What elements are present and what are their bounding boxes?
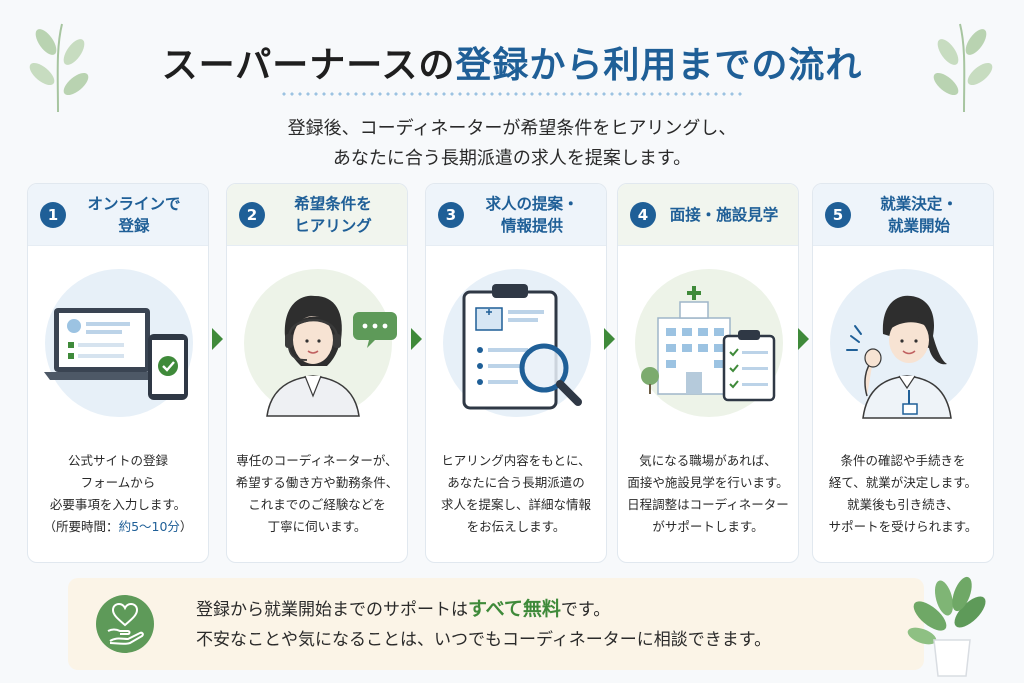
desc-line: 就業後も引き続き、 — [847, 497, 959, 512]
arrow-right-icon — [604, 328, 615, 350]
step-title-line: 登録 — [118, 216, 150, 235]
step-title: 就業決定・ 就業開始 — [851, 193, 993, 237]
desc-line: ヒアリング内容をもとに、 — [441, 453, 591, 468]
arrow-right-icon — [411, 328, 422, 350]
subtitle-line1: 登録後、コーディネーターが希望条件をヒアリングし、 — [287, 118, 737, 139]
desc-line: をお伝えします。 — [466, 519, 566, 534]
step-card-4: 4 面接・施設見学 — [617, 183, 799, 563]
title-divider — [280, 92, 744, 96]
banner-line1-prefix: 登録から就業開始までのサポートは — [196, 600, 468, 620]
desc-line: 面接や施設見学を行います。 — [627, 475, 789, 490]
time-value: 約5〜10分 — [118, 519, 180, 534]
page-title: スーパーナースの登録から利用までの流れ — [0, 36, 1024, 88]
step-card-5: 5 就業決定・ 就業開始 条件の確認や手続きを 経て、就業が決定します。 — [812, 183, 994, 563]
hospital-checklist-icon — [641, 286, 776, 402]
desc-line: 公式サイトの登録 — [67, 453, 168, 468]
title-part1: スーパーナースの — [161, 45, 456, 86]
laptop-smartphone-icon — [44, 308, 188, 400]
desc-line: 希望する働き方や勤務条件、 — [235, 475, 399, 490]
nurse-icon — [846, 295, 952, 419]
step-number: 1 — [40, 201, 66, 228]
desc-line: 専任のコーディネーターが、 — [236, 453, 398, 468]
banner-line1-suffix: です。 — [560, 600, 611, 620]
step-title-line: オンラインで — [87, 194, 181, 213]
heart-hand-icon — [96, 595, 154, 653]
desc-time-line: （所要時間：約5〜10分） — [28, 516, 208, 538]
clipboard-magnifier-icon — [462, 284, 582, 410]
desc-line: 日程調整はコーディネーター — [627, 497, 789, 512]
step-number: 4 — [630, 201, 656, 228]
step-header: 3 求人の提案・ 情報提供 — [426, 184, 606, 246]
step-description: 専任のコーディネーターが、 希望する働き方や勤務条件、 これまでのご経験などを … — [227, 450, 407, 538]
time-suffix: ） — [179, 519, 193, 534]
desc-line: あなたに合う長期派遣の — [447, 475, 585, 490]
desc-line: これまでのご経験などを — [248, 497, 386, 512]
step-title-line: 就業決定・ — [880, 194, 958, 213]
step-title: 求人の提案・ 情報提供 — [464, 193, 606, 237]
desc-line: 条件の確認や手続きを — [840, 453, 966, 468]
desc-line: サポートを受けられます。 — [828, 519, 978, 534]
step-description: 公式サイトの登録 フォームから 必要事項を入力します。 （所要時間：約5〜10分… — [28, 450, 208, 538]
leaf-right-icon — [933, 23, 993, 113]
step-title-line: 就業開始 — [887, 216, 950, 235]
desc-line: 必要事項を入力します。 — [49, 497, 187, 512]
step-number: 5 — [825, 201, 851, 228]
step-description: ヒアリング内容をもとに、 あなたに合う長期派遣の 求人を提案し、詳細な情報 をお… — [426, 450, 606, 538]
banner-line1: 登録から就業開始までのサポートはすべて無料です。 — [196, 594, 771, 625]
arrow-right-icon — [798, 328, 809, 350]
step-title: 面接・施設見学 — [656, 204, 798, 226]
desc-line: 経て、就業が決定します。 — [828, 475, 978, 490]
banner-text: 登録から就業開始までのサポートはすべて無料です。 不安なことや気になることは、い… — [196, 594, 771, 655]
desc-line: 気になる職場があれば、 — [639, 453, 777, 468]
desc-line: 丁寧に伺います。 — [267, 519, 367, 534]
support-banner — [68, 578, 924, 670]
step-description: 条件の確認や手続きを 経て、就業が決定します。 就業後も引き続き、 サポートを受… — [813, 450, 993, 538]
step-title: 希望条件を ヒアリング — [265, 193, 407, 237]
subtitle: 登録後、コーディネーターが希望条件をヒアリングし、 あなたに合う長期派遣の求人を… — [0, 114, 1024, 174]
title-part2: 登録から利用までの流れ — [455, 45, 863, 86]
step-card-2: 2 希望条件を ヒアリング 専任のコーディネーターが、 — [226, 183, 408, 563]
step-title-line: 情報提供 — [500, 216, 563, 235]
step-card-3: 3 求人の提案・ 情報提供 ヒアリング内容をもとに、 あなたに合う長期 — [425, 183, 607, 563]
coordinator-headset-icon — [266, 295, 397, 417]
step-card-1: 1 オンラインで 登録 公式サイトの登録 フォームから 必 — [27, 183, 209, 563]
step-number: 3 — [438, 201, 464, 228]
step-title-line: ヒアリング — [294, 216, 372, 235]
desc-line: フォームから — [80, 475, 156, 490]
step-header: 1 オンラインで 登録 — [28, 184, 208, 246]
step-title-line: 希望条件を — [294, 194, 372, 213]
leaf-left-icon — [29, 23, 89, 113]
step-number: 2 — [239, 201, 265, 228]
step-header: 5 就業決定・ 就業開始 — [813, 184, 993, 246]
arrow-right-icon — [212, 328, 223, 350]
desc-line: 求人を提案し、詳細な情報 — [440, 497, 591, 512]
banner-line2: 不安なことや気になることは、いつでもコーディネーターに相談できます。 — [196, 630, 772, 650]
time-prefix: （所要時間： — [43, 519, 119, 534]
step-header: 2 希望条件を ヒアリング — [227, 184, 407, 246]
subtitle-line2: あなたに合う長期派遣の求人を提案します。 — [332, 148, 692, 169]
step-title: オンラインで 登録 — [66, 193, 208, 237]
step-description: 気になる職場があれば、 面接や施設見学を行います。 日程調整はコーディネーター … — [618, 450, 798, 538]
step-title-line: 求人の提案・ — [485, 194, 579, 213]
desc-line: がサポートします。 — [652, 519, 764, 534]
step-header: 4 面接・施設見学 — [618, 184, 798, 246]
banner-free-highlight: すべて無料 — [468, 598, 561, 620]
potted-plant-icon — [907, 576, 986, 677]
step-title-line: 面接・施設見学 — [669, 205, 779, 224]
